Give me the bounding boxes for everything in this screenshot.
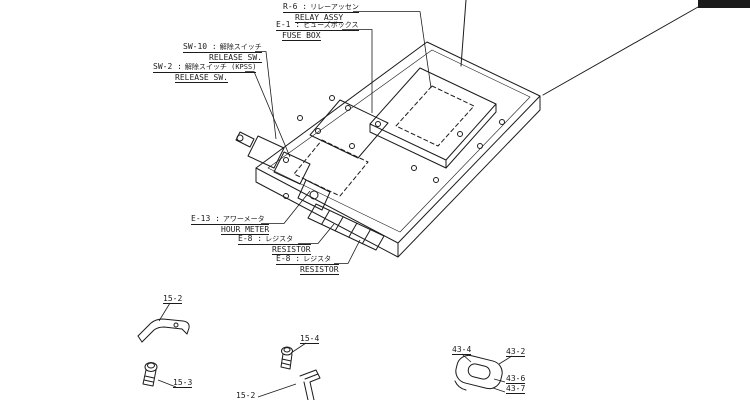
part-number-43-7: 43-7 bbox=[506, 384, 526, 394]
label-code: E-8 : bbox=[238, 234, 263, 243]
label-code: E-1 : bbox=[276, 20, 301, 29]
cropped-leader-line bbox=[460, 0, 467, 67]
label-release-sw-2: SW-2 :解除スイッチ (KPSS) RELEASE SW. bbox=[153, 62, 257, 83]
label-jp: ヒューズボックス bbox=[303, 21, 359, 29]
part-number-43-4: 43-4 bbox=[452, 345, 472, 355]
label-hour-meter: E-13 :アワーメータ HOUR METER bbox=[191, 214, 270, 235]
label-en: RELAY ASSY bbox=[295, 13, 344, 23]
label-jp: レジスタ bbox=[303, 255, 332, 263]
bolt-heads bbox=[283, 95, 505, 199]
label-relay-assy: R-6 :リレーアッセン RELAY ASSY bbox=[283, 2, 359, 23]
label-jp: レジスタ bbox=[265, 235, 294, 243]
label-jp: 解除スイッチ bbox=[219, 43, 262, 51]
main-assembly-drawing bbox=[235, 0, 699, 258]
label-code: SW-10 : bbox=[183, 42, 217, 51]
part-number-43-6: 43-6 bbox=[506, 374, 526, 384]
label-jp: 解除スイッチ (KPSS) bbox=[184, 63, 257, 71]
label-en: HOUR METER bbox=[221, 225, 270, 235]
label-resistor-upper: E-8 :レジスタ RESISTOR bbox=[238, 234, 311, 255]
bolt-15-4-sketch bbox=[280, 346, 293, 370]
leader-lines bbox=[157, 11, 513, 398]
fuse-box-shape bbox=[309, 99, 389, 159]
part-number-15-4: 15-4 bbox=[300, 334, 320, 344]
release-sw-10-shape bbox=[247, 135, 285, 169]
label-en: RELEASE SW. bbox=[209, 53, 262, 63]
label-en: RELEASE SW. bbox=[175, 73, 228, 83]
pad-part-sketch bbox=[454, 354, 503, 391]
label-code: E-13 : bbox=[191, 214, 220, 223]
base-plate-outline bbox=[255, 41, 541, 244]
label-fuse-box: E-1 :ヒューズボックス FUSE BOX bbox=[276, 20, 359, 41]
relay-assy-shape bbox=[395, 85, 475, 147]
label-en: FUSE BOX bbox=[282, 31, 321, 41]
label-code: E-8 : bbox=[276, 254, 301, 263]
label-jp: アワーメータ bbox=[222, 215, 265, 223]
clip-part-sketch bbox=[137, 318, 190, 343]
part-number-15-3: 15-3 bbox=[173, 378, 193, 388]
part-sketches bbox=[137, 318, 503, 400]
label-code: R-6 : bbox=[283, 2, 308, 11]
label-en: RESISTOR bbox=[300, 265, 339, 275]
hour-meter-shape bbox=[297, 179, 331, 211]
cropped-label-leader bbox=[542, 6, 699, 96]
part-number-43-2: 43-2 bbox=[506, 347, 526, 357]
label-code: SW-2 : bbox=[153, 62, 182, 71]
label-en: RESISTOR bbox=[272, 245, 311, 255]
label-jp: リレーアッセン bbox=[310, 3, 359, 11]
label-release-sw-10: SW-10 :解除スイッチ RELEASE SW. bbox=[183, 42, 262, 63]
resistor-strip-shape bbox=[307, 203, 385, 251]
release-sw-2-shape bbox=[273, 151, 311, 185]
cropped-label-fragment bbox=[698, 0, 750, 8]
bracket-part-sketch bbox=[299, 369, 321, 400]
label-resistor-lower: E-8 :レジスタ RESISTOR bbox=[276, 254, 339, 275]
bolt-15-3-sketch bbox=[142, 362, 158, 387]
part-number-15-2-lower: 15-2 bbox=[236, 391, 256, 400]
part-number-15-2-upper: 15-2 bbox=[163, 294, 183, 304]
